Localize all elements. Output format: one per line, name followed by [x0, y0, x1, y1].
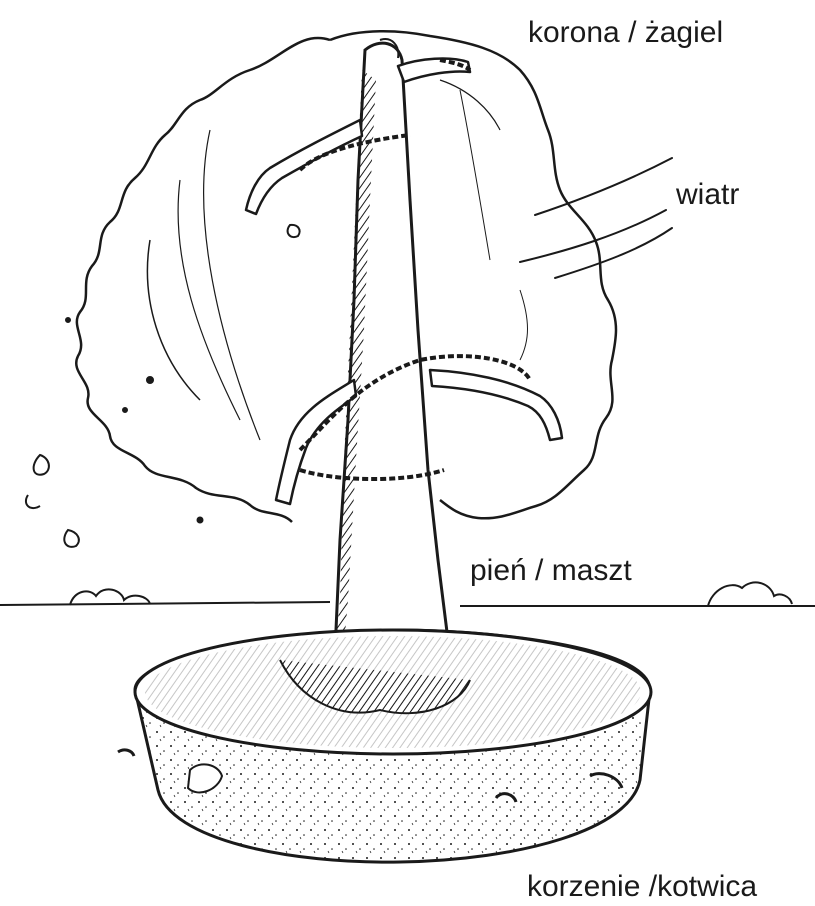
- trunk-mast-label: pień / maszt: [470, 556, 632, 586]
- roots-anchor-label: korzenie /kotwica: [527, 872, 757, 902]
- wind-lines-icon: [520, 158, 672, 278]
- wind-label: wiatr: [676, 180, 739, 210]
- crown-sail-label: korona / żagiel: [528, 18, 723, 48]
- root-pot-icon: [118, 630, 651, 862]
- falling-leaves: [26, 225, 300, 547]
